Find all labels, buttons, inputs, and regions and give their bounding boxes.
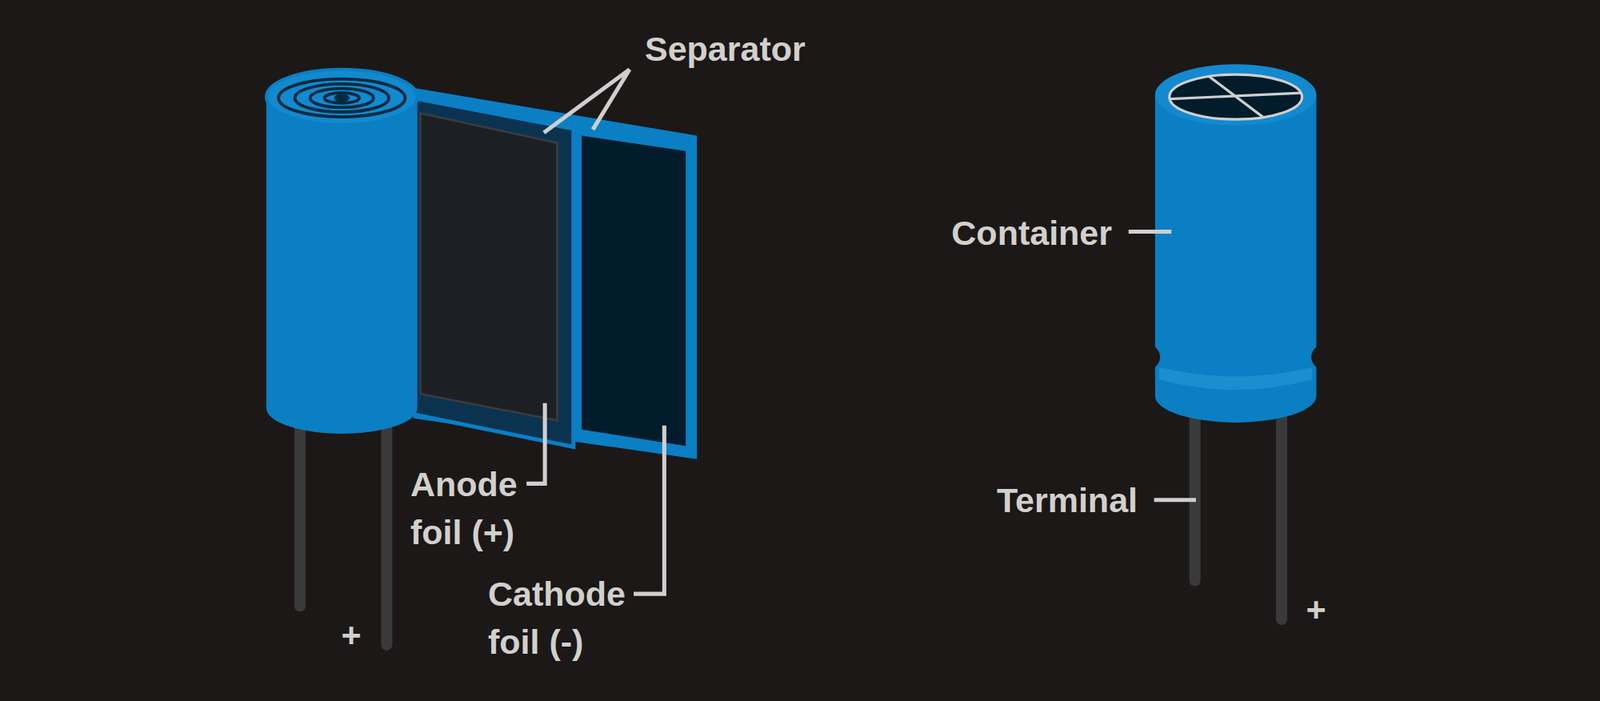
winding-rings [278, 79, 405, 117]
leader-lines [526, 69, 1196, 594]
polarity-mark: + [1305, 584, 1326, 633]
leader-line [1128, 229, 1172, 234]
separator-sheet [413, 97, 574, 447]
terminal-lead [1276, 408, 1288, 620]
leader-line [592, 69, 630, 130]
container-label: Container [951, 208, 1112, 257]
winding-ring [278, 79, 405, 117]
assembled-capacitor [1155, 64, 1317, 620]
separator-sheet [413, 88, 698, 460]
winding-ring [324, 92, 360, 104]
terminal-label: Terminal [996, 476, 1138, 524]
terminal-lead [1189, 408, 1201, 580]
leader-line [526, 403, 545, 484]
leader-line [1154, 497, 1196, 502]
terminal-lead [294, 418, 306, 607]
leader-line [544, 69, 630, 133]
terminal-lead [380, 418, 392, 645]
polarity-mark: + [340, 610, 361, 659]
unrolled-capacitor [266, 69, 697, 645]
cathode-label: Cathode foil (-) [488, 569, 660, 666]
winding-top [266, 69, 418, 125]
container-body [1155, 95, 1317, 423]
container-band [1159, 367, 1312, 390]
anode-foil [420, 113, 558, 421]
winding-ring [295, 84, 389, 112]
rolled-winding [266, 96, 418, 434]
winding-core [336, 95, 348, 100]
anode-label: Anode foil (+) [410, 460, 556, 556]
container-top [1155, 64, 1317, 126]
vent-score [1208, 76, 1264, 118]
leader-line [633, 425, 664, 594]
vent-top [1169, 74, 1303, 120]
winding-ring [310, 88, 374, 108]
separator-label: Separator [644, 24, 806, 73]
cathode-foil [581, 136, 686, 447]
